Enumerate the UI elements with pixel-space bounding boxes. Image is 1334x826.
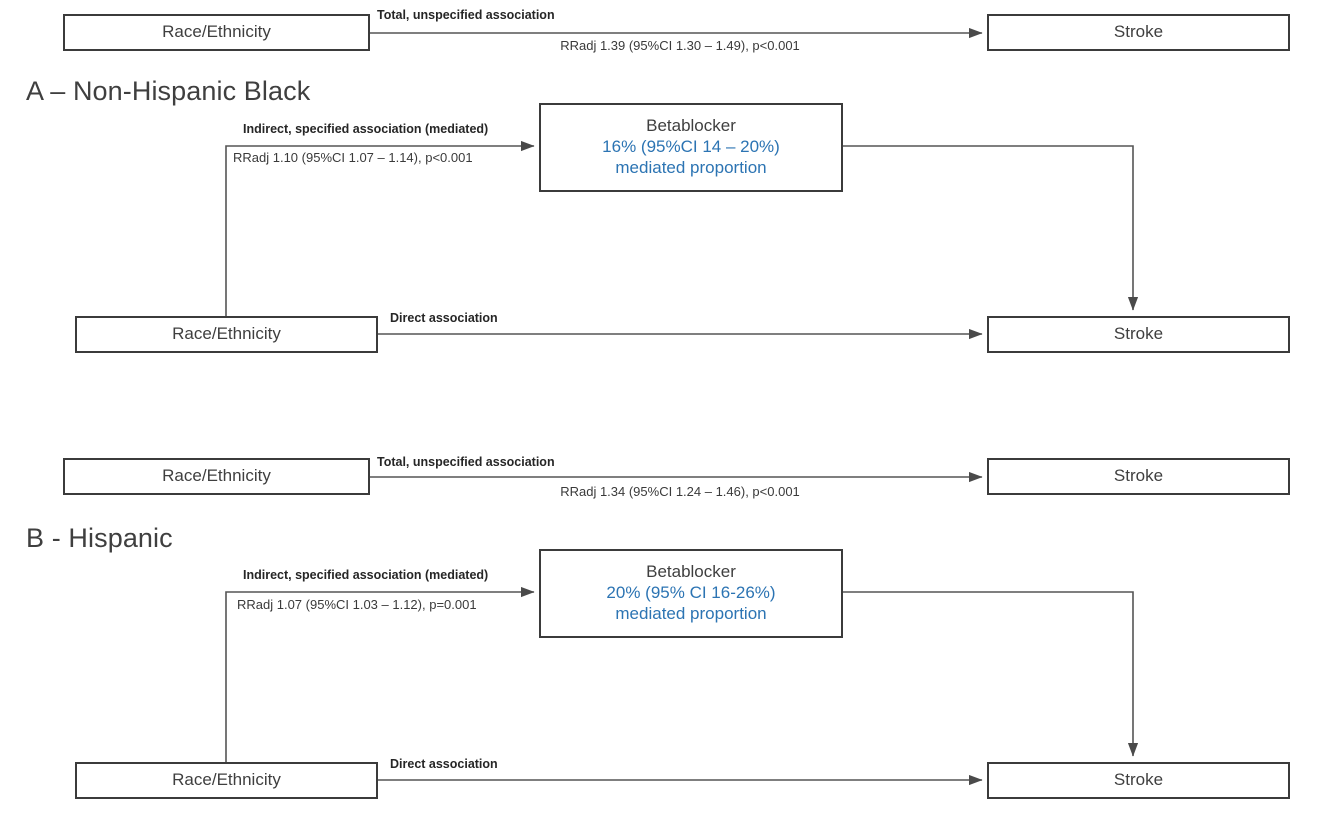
node-outcome-a-direct: Stroke	[987, 316, 1290, 353]
edge-label-b-indirect: Indirect, specified association (mediate…	[243, 568, 489, 582]
edge-b-indirect	[225, 586, 535, 762]
mediator-caption: mediated proportion	[615, 603, 767, 623]
node-outcome-b-total: Stroke	[987, 458, 1290, 495]
node-outcome-a-total: Stroke	[987, 14, 1290, 51]
node-exposure-b-direct: Race/Ethnicity	[75, 762, 378, 799]
edge-label-b-total: Total, unspecified association	[377, 455, 555, 469]
panel-title-b: B - Hispanic	[26, 523, 173, 553]
node-exposure-b-total: Race/Ethnicity	[63, 458, 370, 495]
node-exposure-a-direct: Race/Ethnicity	[75, 316, 378, 353]
edge-label-a-total: Total, unspecified association	[377, 8, 555, 22]
edge-label-a-direct: Direct association	[390, 311, 498, 325]
mediator-title: Betablocker	[646, 116, 736, 136]
edge-label-b-direct: Direct association	[390, 757, 498, 771]
node-mediator-b: Betablocker 20% (95% CI 16-26%) mediated…	[539, 549, 843, 638]
mediator-percent: 20% (95% CI 16-26%)	[606, 583, 776, 603]
edge-a-indirect	[225, 140, 535, 316]
edge-label-a-indirect: Indirect, specified association (mediate…	[243, 122, 489, 136]
node-label: Race/Ethnicity	[172, 770, 281, 790]
edge-b-mediator-outcome	[843, 591, 1139, 757]
node-label: Stroke	[1113, 770, 1164, 790]
edge-value-a-indirect: RRadj 1.10 (95%CI 1.07 – 1.14), p<0.001	[233, 150, 473, 165]
node-label: Race/Ethnicity	[162, 466, 271, 486]
node-mediator-a: Betablocker 16% (95%CI 14 – 20%) mediate…	[539, 103, 843, 192]
node-label: Stroke	[1113, 22, 1164, 42]
node-label: Stroke	[1113, 466, 1164, 486]
mediator-percent: 16% (95%CI 14 – 20%)	[602, 137, 780, 157]
edge-value-b-indirect: RRadj 1.07 (95%CI 1.03 – 1.12), p=0.001	[237, 597, 477, 612]
mediator-caption: mediated proportion	[615, 157, 767, 177]
node-label: Stroke	[1113, 324, 1164, 344]
edge-a-mediator-outcome	[843, 145, 1139, 311]
edge-value-b-total: RRadj 1.34 (95%CI 1.24 – 1.46), p<0.001	[560, 484, 800, 499]
node-exposure-a-total: Race/Ethnicity	[63, 14, 370, 51]
edge-value-a-total: RRadj 1.39 (95%CI 1.30 – 1.49), p<0.001	[560, 38, 800, 53]
panel-title-a: A – Non-Hispanic Black	[26, 76, 311, 106]
node-label: Race/Ethnicity	[162, 22, 271, 42]
mediator-title: Betablocker	[646, 562, 736, 582]
node-outcome-b-direct: Stroke	[987, 762, 1290, 799]
node-label: Race/Ethnicity	[172, 324, 281, 344]
